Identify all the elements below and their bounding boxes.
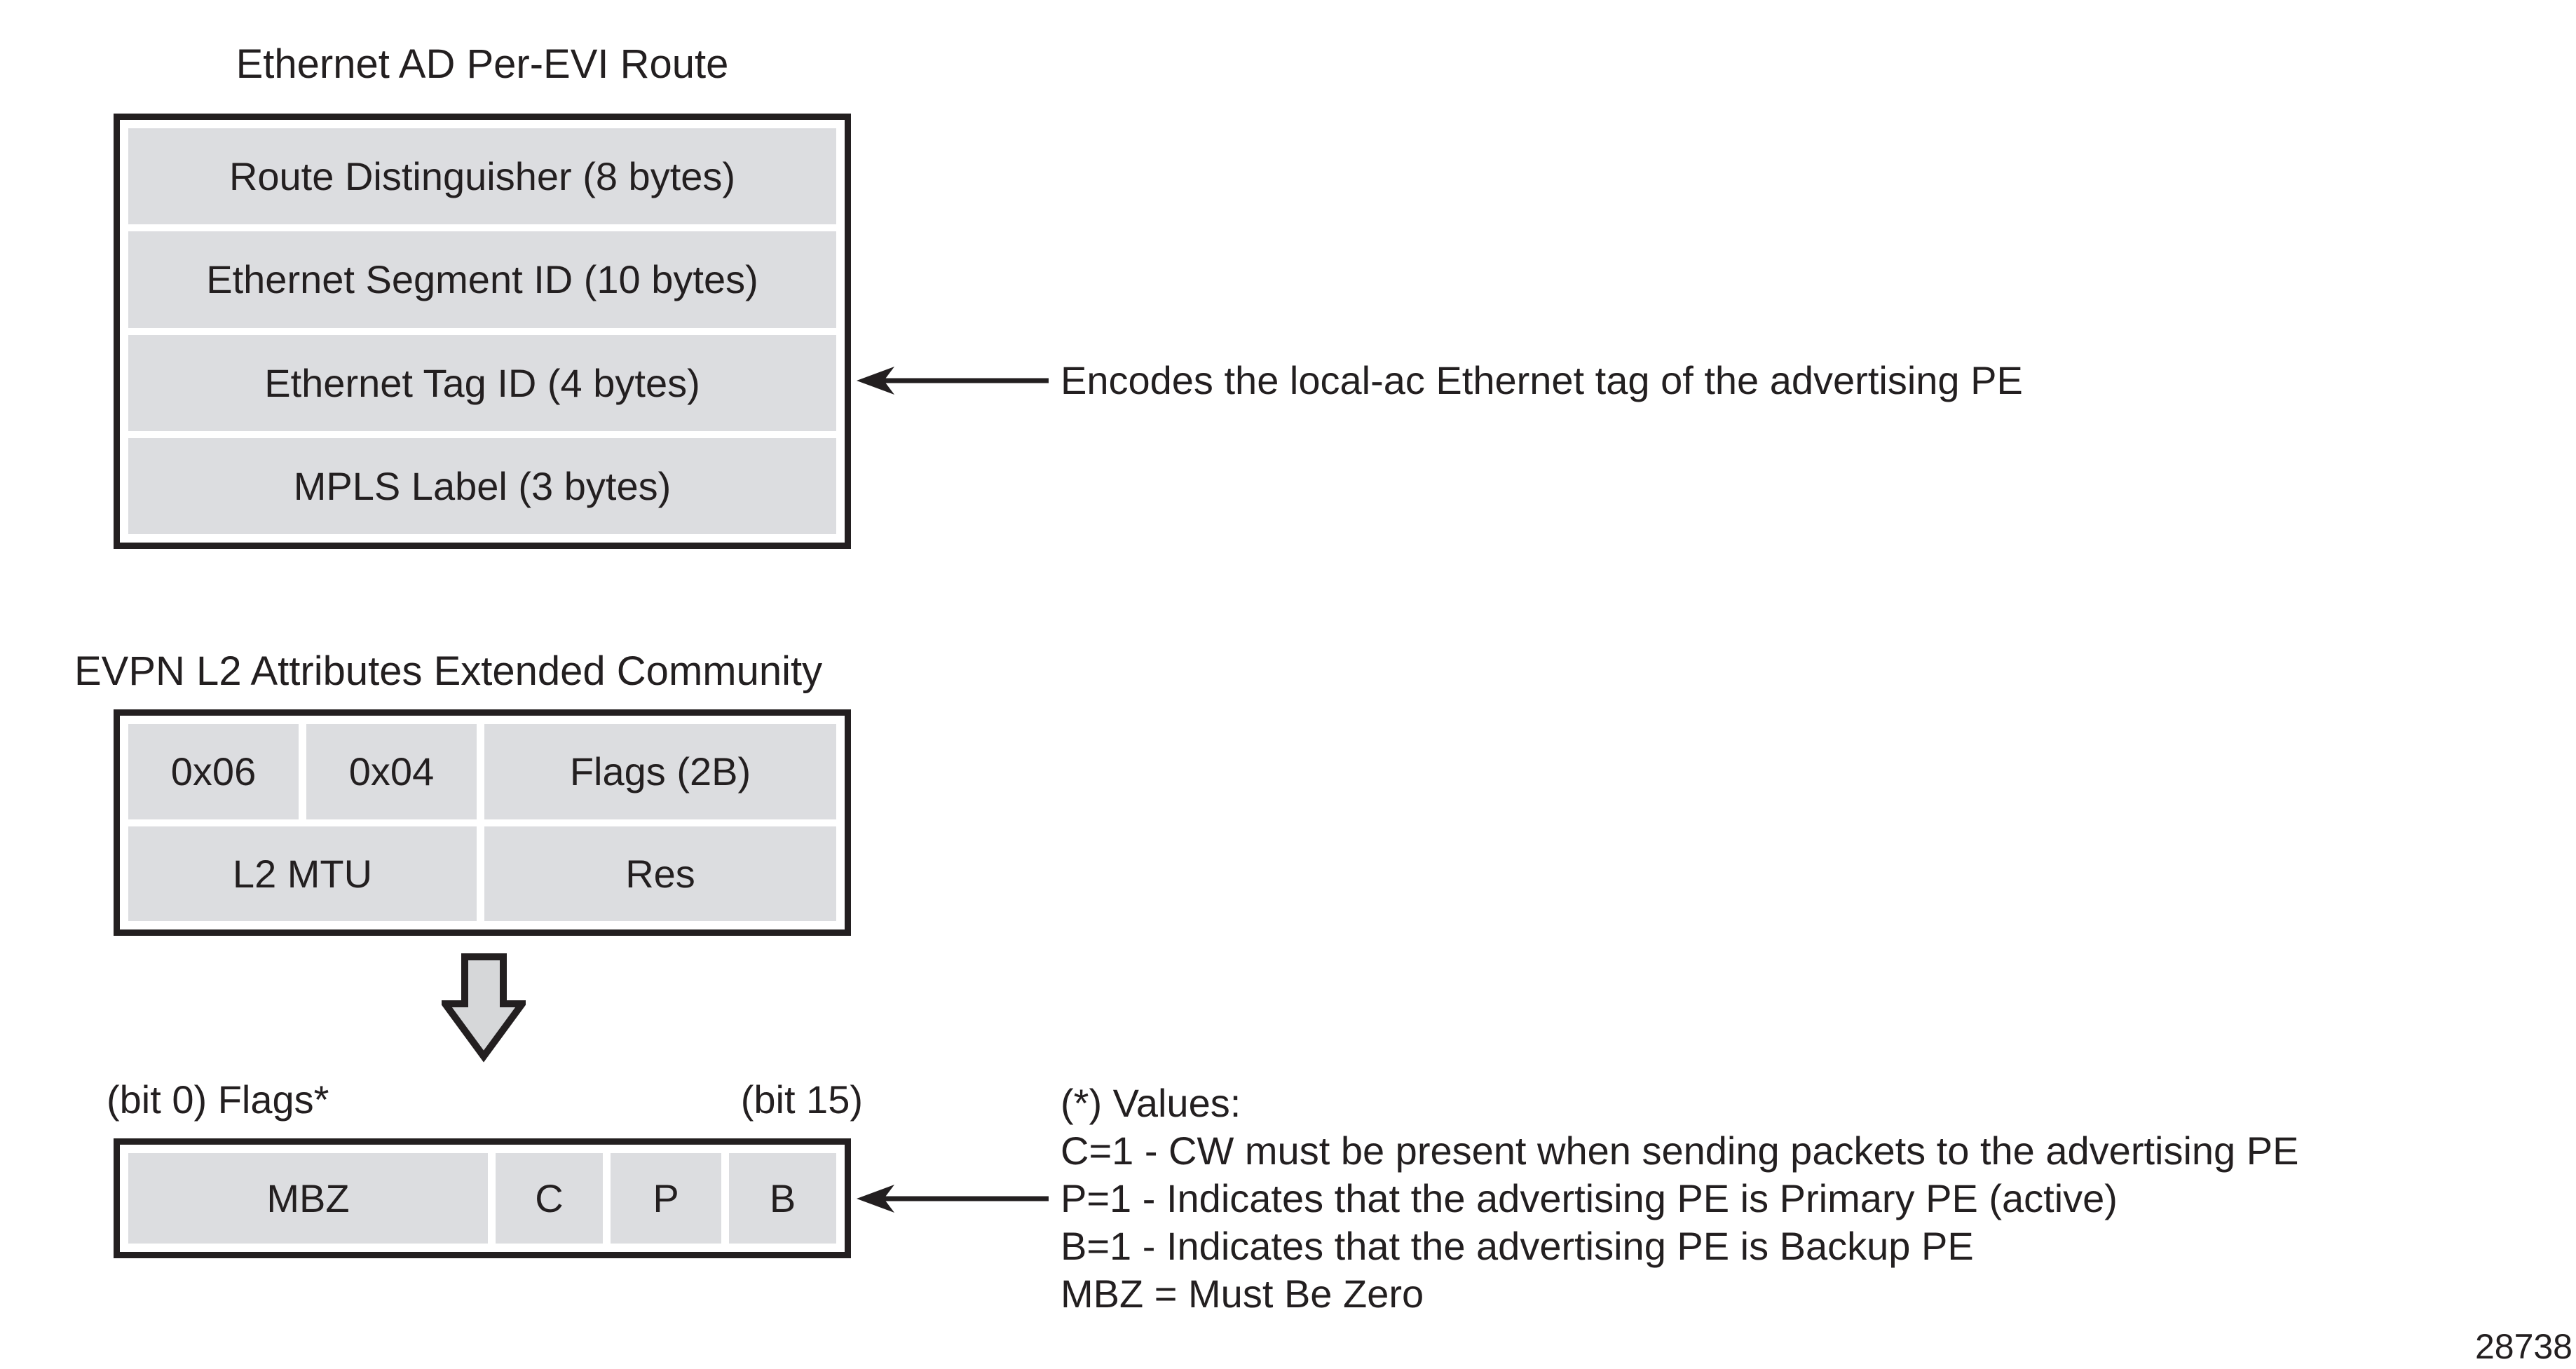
bit0-label: (bit 0) Flags*: [107, 1077, 329, 1122]
route-field-rd: Route Distinguisher (8 bytes): [128, 128, 836, 225]
flags-cell-b: B: [729, 1153, 836, 1244]
table-row: Ethernet Segment ID (10 bytes): [128, 231, 836, 328]
community-table-title: EVPN L2 Attributes Extended Community: [74, 648, 823, 694]
community-cell-type: 0x06: [128, 724, 299, 819]
values-note-line: MBZ = Must Be Zero: [1061, 1272, 1424, 1316]
flags-table: MBZ C P B: [114, 1138, 851, 1258]
values-note-line: B=1 - Indicates that the advertising PE …: [1061, 1224, 1974, 1268]
values-note: (*) Values: C=1 - CW must be present whe…: [1061, 1079, 2298, 1318]
table-row: MPLS Label (3 bytes): [128, 437, 836, 534]
route-table: Route Distinguisher (8 bytes) Ethernet S…: [114, 114, 851, 549]
down-arrow-icon: [442, 953, 526, 1063]
community-cell-l2mtu: L2 MTU: [128, 826, 477, 921]
route-table-title: Ethernet AD Per-EVI Route: [236, 41, 729, 87]
table-row: 0x06 0x04 Flags (2B): [128, 724, 836, 819]
ethernet-tag-annotation: Encodes the local-ac Ethernet tag of the…: [1061, 358, 2023, 402]
table-row: Ethernet Tag ID (4 bytes): [128, 334, 836, 431]
left-arrow-icon: [857, 1185, 1049, 1213]
bit15-label: (bit 15): [740, 1077, 863, 1122]
values-note-line: P=1 - Indicates that the advertising PE …: [1061, 1176, 2118, 1220]
left-arrow-icon: [857, 367, 1049, 395]
flags-cell-mbz: MBZ: [128, 1153, 488, 1244]
figure-number: 28738: [2474, 1327, 2572, 1366]
flags-cell-c: C: [496, 1153, 603, 1244]
community-cell-res: Res: [484, 826, 836, 921]
route-field-ethernet-tag: Ethernet Tag ID (4 bytes): [128, 334, 836, 431]
flags-cell-p: P: [611, 1153, 721, 1244]
values-note-line: (*) Values:: [1061, 1081, 1241, 1125]
community-table: 0x06 0x04 Flags (2B) L2 MTU Res: [114, 709, 851, 936]
values-note-line: C=1 - CW must be present when sending pa…: [1061, 1129, 2299, 1173]
community-cell-subtype: 0x04: [306, 724, 477, 819]
bit-labels-row: (bit 0) Flags* (bit 15): [107, 1078, 863, 1122]
route-field-mpls-label: MPLS Label (3 bytes): [128, 437, 836, 534]
community-cell-flags: Flags (2B): [484, 724, 836, 819]
table-row: Route Distinguisher (8 bytes): [128, 128, 836, 225]
route-field-esi: Ethernet Segment ID (10 bytes): [128, 231, 836, 328]
table-row: MBZ C P B: [128, 1153, 836, 1244]
table-row: L2 MTU Res: [128, 826, 836, 921]
